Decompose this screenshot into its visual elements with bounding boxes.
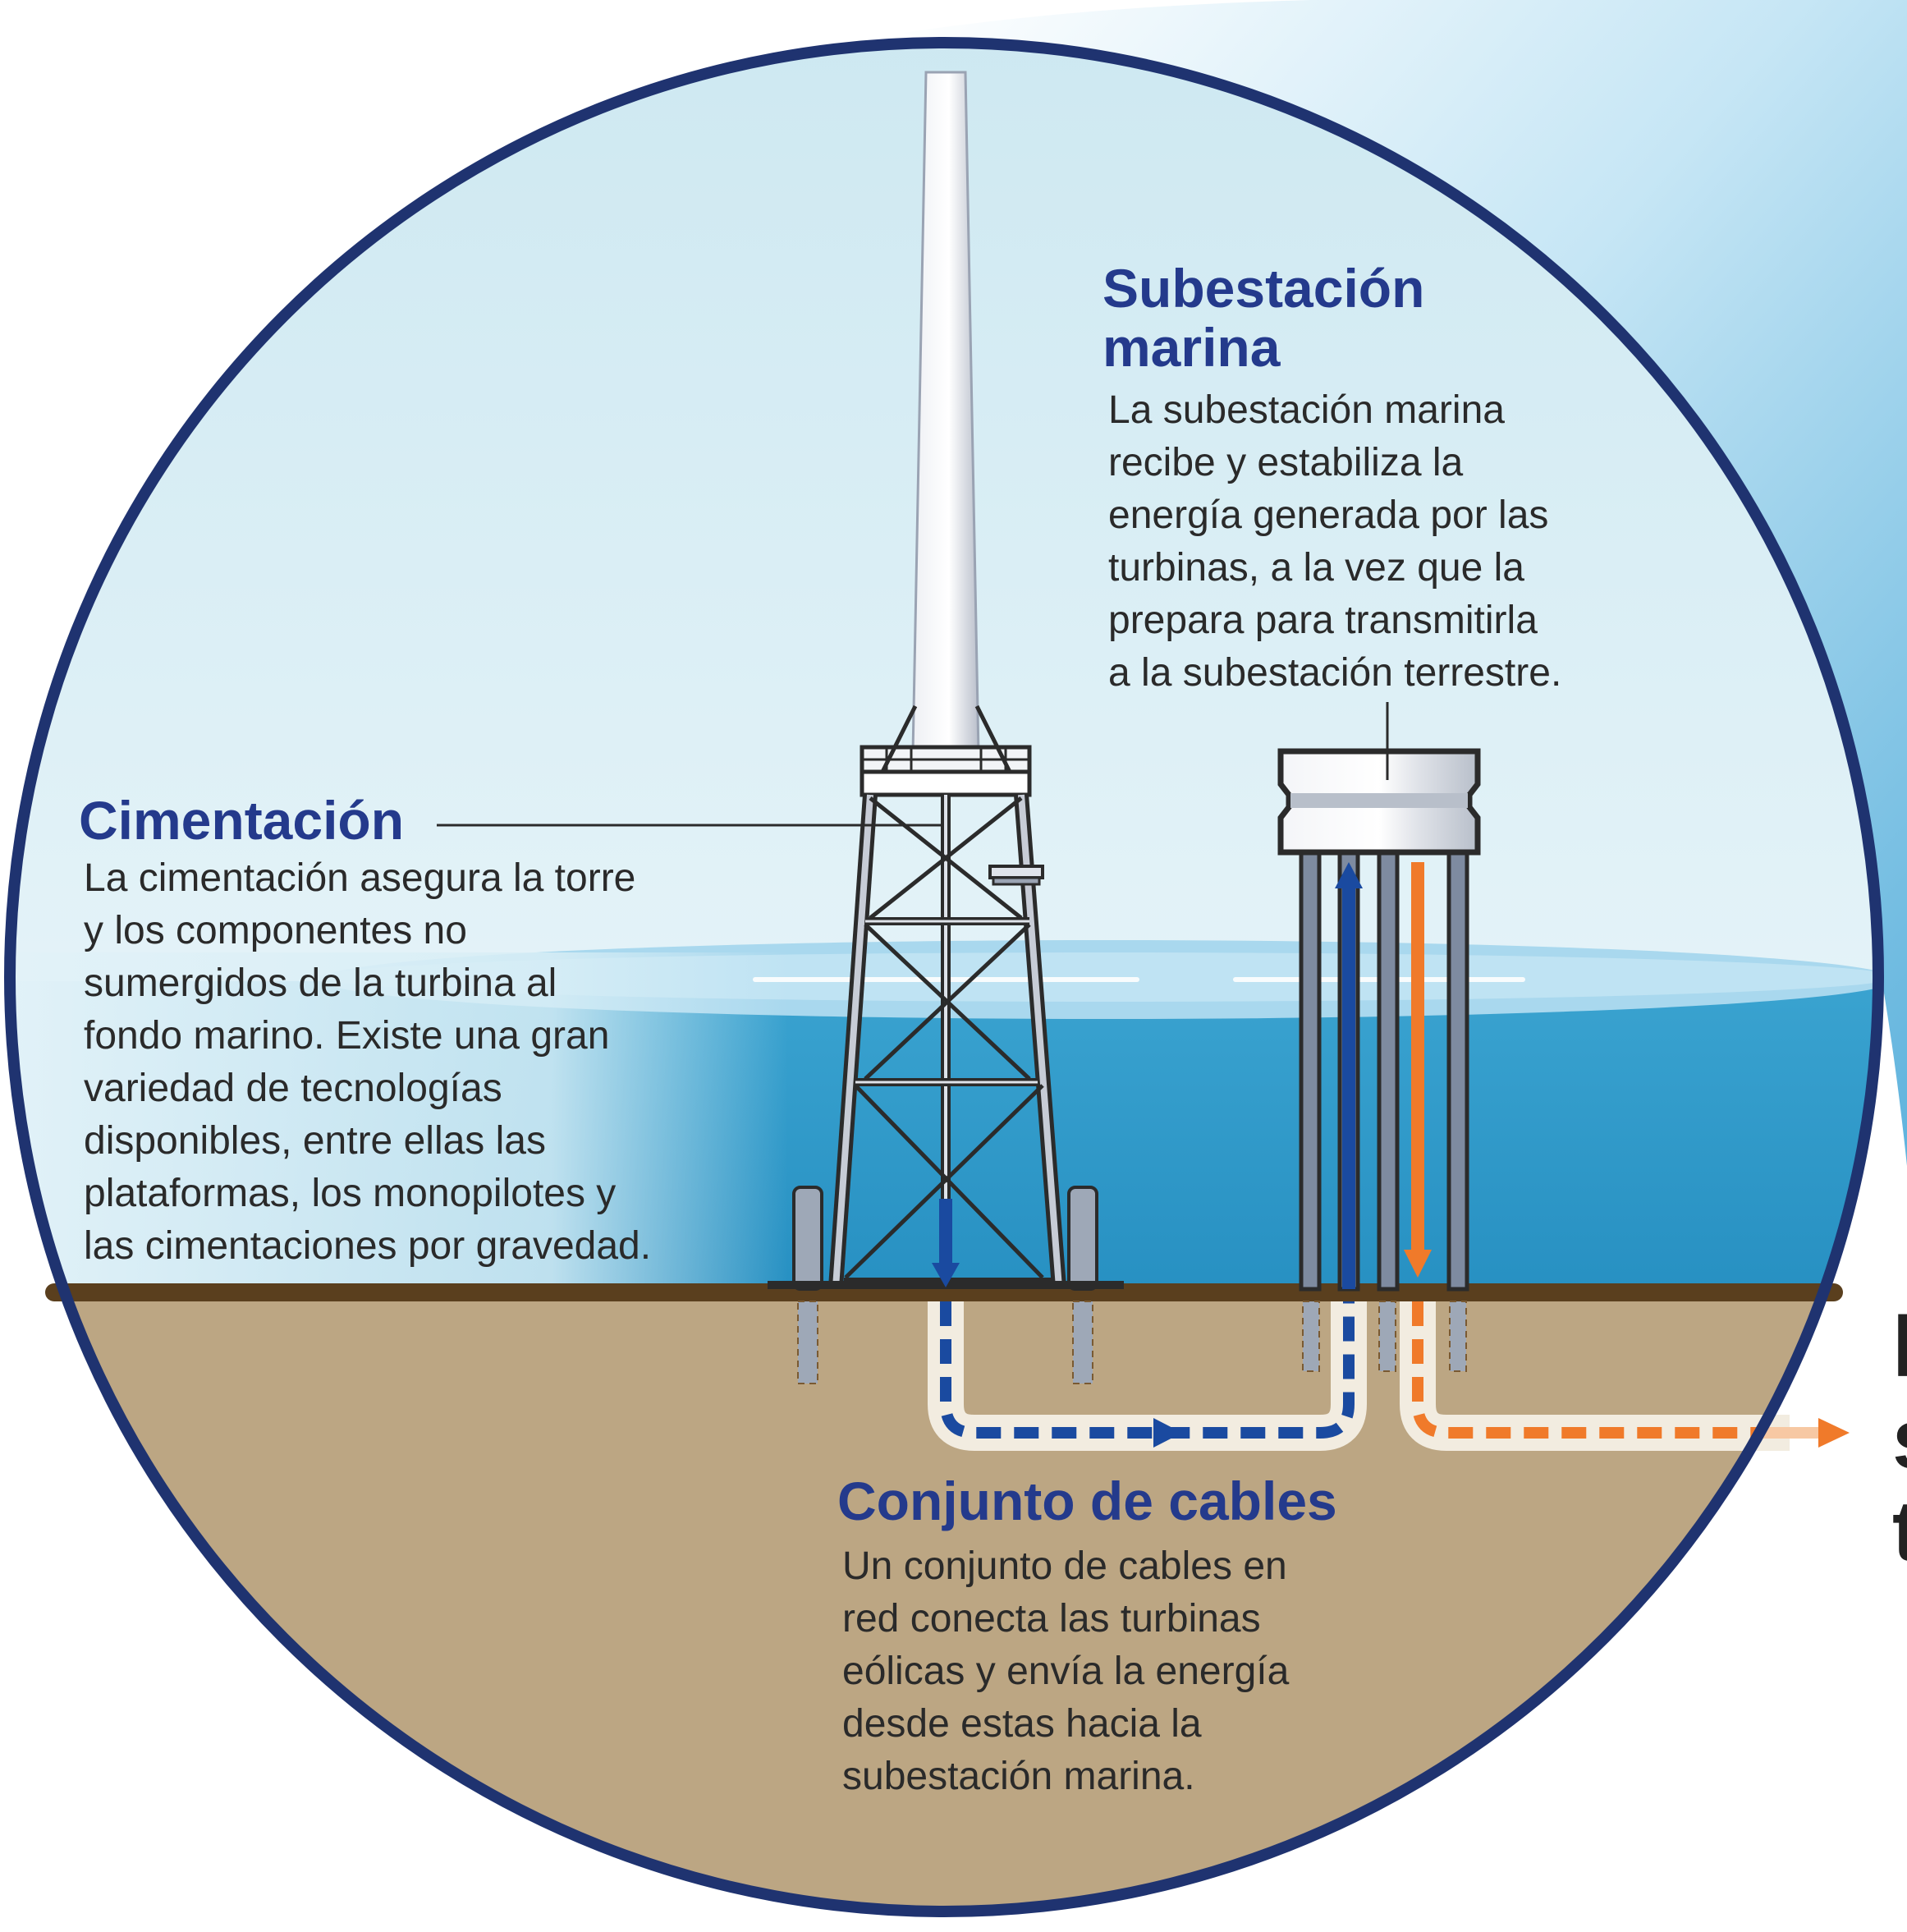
wind-turbine [768, 71, 1124, 1384]
text-fade [10, 952, 788, 1291]
cables-text-line: red conecta las turbinas [842, 1597, 1261, 1641]
offshore-substation [1277, 748, 1481, 1372]
foundation-text-line: La cimentación asegura la torre [84, 856, 636, 900]
foundation-text-line: fondo marino. Existe una gran [84, 1014, 610, 1058]
foundation-text-line: y los componentes no [84, 909, 467, 952]
cables-text-line: Un conjunto de cables en [842, 1544, 1287, 1588]
foundation-description: La cimentación asegura la torre y los co… [84, 852, 651, 1273]
background-sweep [903, 0, 1907, 1166]
foundation-text-line: disponibles, entre ellas las [84, 1119, 546, 1163]
cables-text-line: desde estas hacia la [842, 1702, 1202, 1746]
substation-text-line: turbinas, a la vez que la [1108, 546, 1524, 590]
foundation-text-line: sumergidos de la turbina al [84, 961, 557, 1005]
pile-sleeve-right [1067, 1186, 1098, 1291]
cables-text-line: eólicas y envía la energía [842, 1650, 1290, 1693]
substation-text-line: prepara para transmitirla [1108, 599, 1538, 642]
cable-routes [928, 1301, 1850, 1451]
substation-text-line: a la subestación terrestre. [1108, 651, 1562, 695]
foundation-text-line: variedad de tecnologías [84, 1067, 502, 1110]
substation-text-line: recibe y estabiliza la [1108, 441, 1464, 484]
cropped-label-line: l [1892, 1301, 1907, 1395]
substation-title-line1: Subestación [1102, 258, 1425, 319]
substation-text-line: La subestación marina [1108, 388, 1505, 432]
cables-title: Conjunto de cables [837, 1471, 1337, 1531]
foundation-title: Cimentación [79, 790, 405, 851]
foundation-text-line: plataformas, los monopilotes y [84, 1172, 617, 1215]
cropped-label-line: t [1892, 1484, 1907, 1577]
cropped-label-line: s [1892, 1393, 1907, 1485]
cropped-shore-label: l s t [1892, 1301, 1907, 1577]
diagram-circle-outline [4, 37, 1884, 1917]
substation-description: La subestación marina recibe y estabiliz… [1108, 384, 1561, 700]
foundation-text-line: las cimentaciones por gravedad. [84, 1224, 652, 1268]
substation-text-line: energía generada por las [1108, 493, 1549, 537]
pile-sleeve-left [792, 1186, 823, 1291]
substation-title-line2: marina [1102, 317, 1281, 378]
substation-title: Subestación marina [1102, 259, 1424, 377]
cables-description: Un conjunto de cables en red conecta las… [842, 1540, 1289, 1803]
cables-text-line: subestación marina. [842, 1755, 1195, 1798]
